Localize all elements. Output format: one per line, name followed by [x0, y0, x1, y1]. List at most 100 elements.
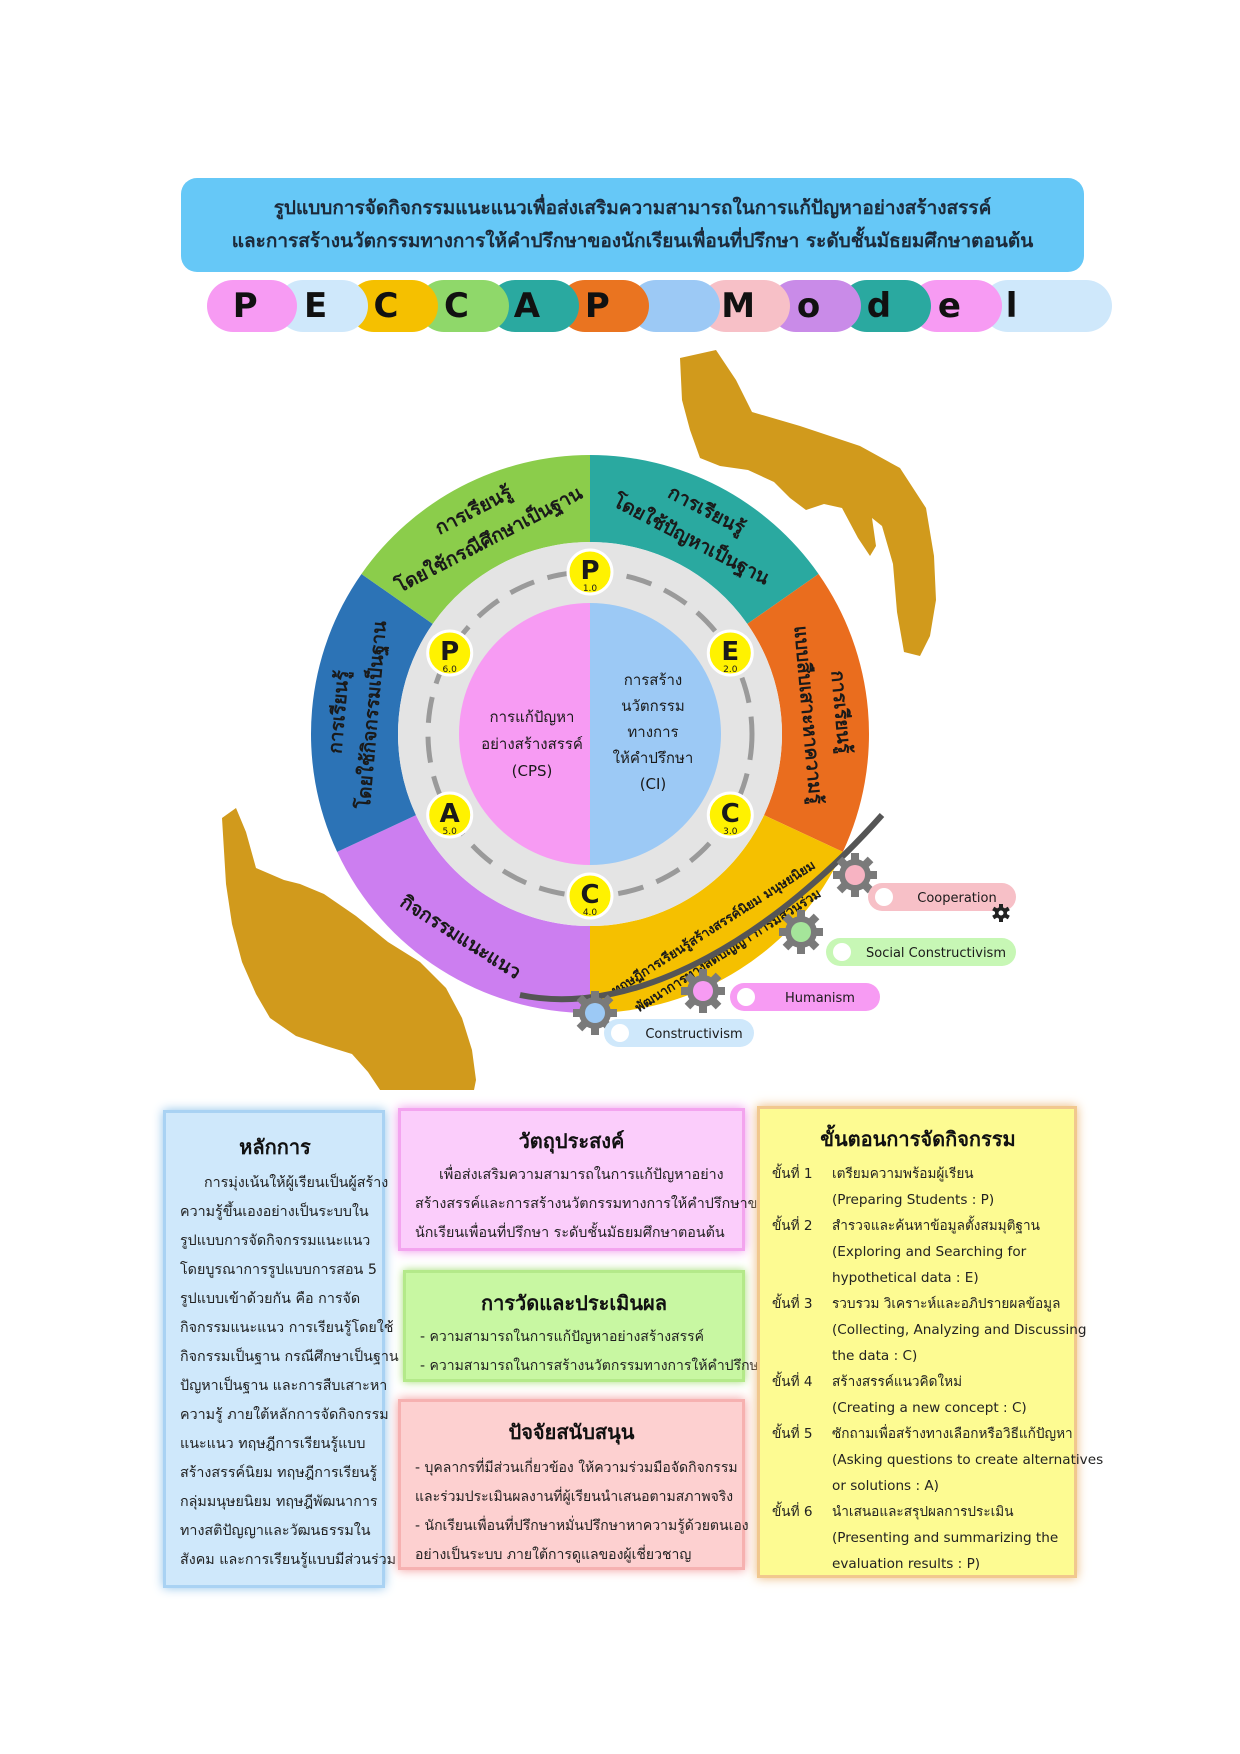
model-letter: o: [796, 286, 821, 326]
ring-segment: [337, 815, 590, 1013]
principle-line: โดยบูรณาการรูปแบบการสอน 5: [180, 1262, 377, 1278]
measurement-item: - ความสามารถในการแก้ปัญหาอย่างสร้างสรรค์: [420, 1329, 704, 1345]
principle-text: การมุ่งเน้นให้ผู้เรียนเป็นผู้สร้างความรู…: [180, 1169, 399, 1575]
procedure-step-line: the data : C): [832, 1348, 918, 1364]
title-line-2: และการสร้างนวัตกรรมทางการให้คำปรึกษาของน…: [231, 230, 1034, 252]
procedure-step-line: evaluation results : P): [832, 1556, 981, 1572]
step-badge: C4.0: [566, 872, 614, 920]
ci-label-line: (CI): [640, 775, 667, 793]
step-badge: E2.0: [706, 629, 754, 677]
ci-half: [590, 603, 721, 865]
ring-segment: [747, 573, 869, 852]
step-badge-circle: [566, 872, 614, 920]
objective-line: นักเรียนเพื่อนที่ปรึกษา ระดับชั้นมัธยมศึ…: [415, 1225, 725, 1241]
model-letter-pill: l: [981, 280, 1112, 332]
procedure-step-line: (Collecting, Analyzing and Discussing: [832, 1322, 1087, 1338]
model-letter: d: [866, 286, 892, 326]
step-badge-letter: P: [580, 556, 599, 586]
objective-line: เพื่อส่งเสริมความสามารถในการแก้ปัญหาอย่า…: [439, 1167, 724, 1183]
step-badge-circle: [706, 791, 754, 839]
step-badge-circle: [706, 629, 754, 677]
top-right-hand-icon: [680, 350, 936, 656]
cps-half: [459, 603, 590, 865]
core-left-text: การแก้ปัญหาอย่างสร้างสรรค์(CPS): [481, 708, 583, 780]
procedure-step-text: ซักถามเพื่อสร้างทางเลือกหรือวิธีแก้ปัญหา…: [832, 1421, 1103, 1499]
ring-segment: [361, 455, 590, 624]
theory-pill: Constructivism: [604, 1019, 754, 1047]
procedure-step-line: hypothetical data : E): [832, 1270, 979, 1286]
ci-label-line: การสร้าง: [624, 671, 683, 689]
step-badge-letter: E: [721, 637, 739, 667]
principle-line: กิจกรรมแนะแนว การเรียนรู้โดยใช้: [180, 1320, 394, 1336]
support-line: - บุคลากรที่มีส่วนเกี่ยวข้อง ให้ความร่วม…: [415, 1460, 738, 1476]
theory-pill: Social Constructivism: [826, 938, 1016, 966]
principle-line: กิจกรรมเป็นฐาน กรณีศึกษาเป็นฐาน: [180, 1349, 399, 1365]
step-badge: P1.0: [566, 548, 614, 596]
hands-illustration: [222, 350, 936, 1090]
procedure-step-text: รวบรวม วิเคราะห์และอภิปรายผลข้อมูล (Colle…: [832, 1291, 1087, 1369]
model-letter: A: [513, 286, 541, 326]
model-letter-pill: P: [207, 280, 298, 332]
step-badge-letter: P: [440, 637, 459, 667]
principle-line: รูปแบบเข้าด้วยกัน คือ การจัด: [180, 1291, 361, 1307]
step-badge-letter: C: [721, 799, 740, 829]
procedure-step-line: (Creating a new concept : C): [832, 1400, 1027, 1416]
cps-label-line: อย่างสร้างสรรค์: [481, 735, 583, 753]
model-letter: M: [721, 286, 756, 326]
wheel: การเรียนรู้โดยใช้ปัญหาเป็นฐานการเรียนรู้…: [311, 455, 869, 1016]
step-badge-number: 5.0: [443, 827, 458, 837]
theory-pill: Humanism: [730, 983, 880, 1011]
measurement-item: - ความสามารถในการสร้างนวัตกรรมทางการให้ค…: [420, 1358, 767, 1374]
measurement-heading: การวัดและประเมินผล: [480, 1291, 668, 1315]
procedure-step-line: ซักถามเพื่อสร้างทางเลือกหรือวิธีแก้ปัญหา: [832, 1426, 1073, 1442]
procedure-step-line: นำเสนอและสรุปผลการประเมิน: [832, 1504, 1014, 1520]
procedure-step-number: ขั้นที่ 4: [772, 1374, 813, 1390]
procedure-step: ขั้นที่ 6 นำเสนอและสรุปผลการประเมิน (Prese…: [772, 1499, 1064, 1577]
theory-label: Cooperation: [917, 891, 996, 906]
measurement-box: การวัดและประเมินผล - ความสามารถในการแก้ป…: [403, 1270, 767, 1382]
support-box: ปัจจัยสนับสนุน - บุคลากรที่มีส่วนเกี่ยวข…: [398, 1399, 749, 1570]
theory-arc: [519, 813, 885, 1003]
theory-pill: Cooperation: [868, 883, 1016, 911]
model-letter: C: [373, 286, 399, 326]
procedure-step-line: (Presenting and summarizing the: [832, 1530, 1059, 1546]
model-letter: P: [232, 286, 258, 326]
procedure-heading: ขั้นตอนการจัดกิจกรรม: [820, 1127, 1016, 1151]
core-right-text: การสร้างนวัตกรรมทางการให้คำปรึกษา(CI): [613, 671, 694, 793]
principle-heading: หลักการ: [239, 1135, 311, 1159]
procedure-step-number: ขั้นที่ 6: [772, 1504, 813, 1520]
principle-line: ทางสติปัญญาและวัฒนธรรมใน: [180, 1523, 371, 1539]
measurement-list: - ความสามารถในการแก้ปัญหาอย่างสร้างสรรค์…: [420, 1323, 767, 1381]
gear-icon: [573, 991, 617, 1035]
step-badge-circle: [426, 791, 474, 839]
theory-label: Humanism: [785, 991, 855, 1006]
objective-line: สร้างสรรค์และการสร้างนวัตกรรมทางการให้คำ…: [415, 1196, 774, 1212]
model-letter: E: [303, 286, 328, 326]
step-badge: C3.0: [706, 791, 754, 839]
procedure-step-text: สร้างสรรค์แนวคิดใหม่(Creating a new conc…: [832, 1369, 1064, 1421]
support-line: และร่วมประเมินผลงานที่ผู้เรียนนำเสนอตามส…: [415, 1489, 734, 1505]
support-text: - บุคลากรที่มีส่วนเกี่ยวข้อง ให้ความร่วม…: [415, 1454, 749, 1570]
step-badge-letter: A: [440, 799, 460, 829]
ring-segment: [590, 455, 819, 624]
peccap-model-diagram: การเรียนรู้โดยใช้ปัญหาเป็นฐานการเรียนรู้…: [222, 350, 1016, 1090]
cps-label-line: (CPS): [512, 762, 553, 780]
step-badge-letter: C: [580, 880, 599, 910]
settings-gear-icon: [992, 904, 1010, 922]
procedure-step-line: รวบรวม วิเคราะห์และอภิปรายผลข้อมูล: [832, 1296, 1061, 1312]
procedure-step-text: นำเสนอและสรุปผลการประเมิน (Presenting and…: [832, 1499, 1064, 1577]
ring-segment: [311, 573, 433, 852]
model-letter: P: [584, 286, 610, 326]
step-badge: A5.0: [426, 791, 474, 839]
objective-box: วัตถุประสงค์ เพื่อส่งเสริมความสามารถในกา…: [398, 1108, 774, 1251]
procedure-step-line: or solutions : A): [832, 1478, 939, 1494]
model-letter: l: [1005, 286, 1018, 326]
